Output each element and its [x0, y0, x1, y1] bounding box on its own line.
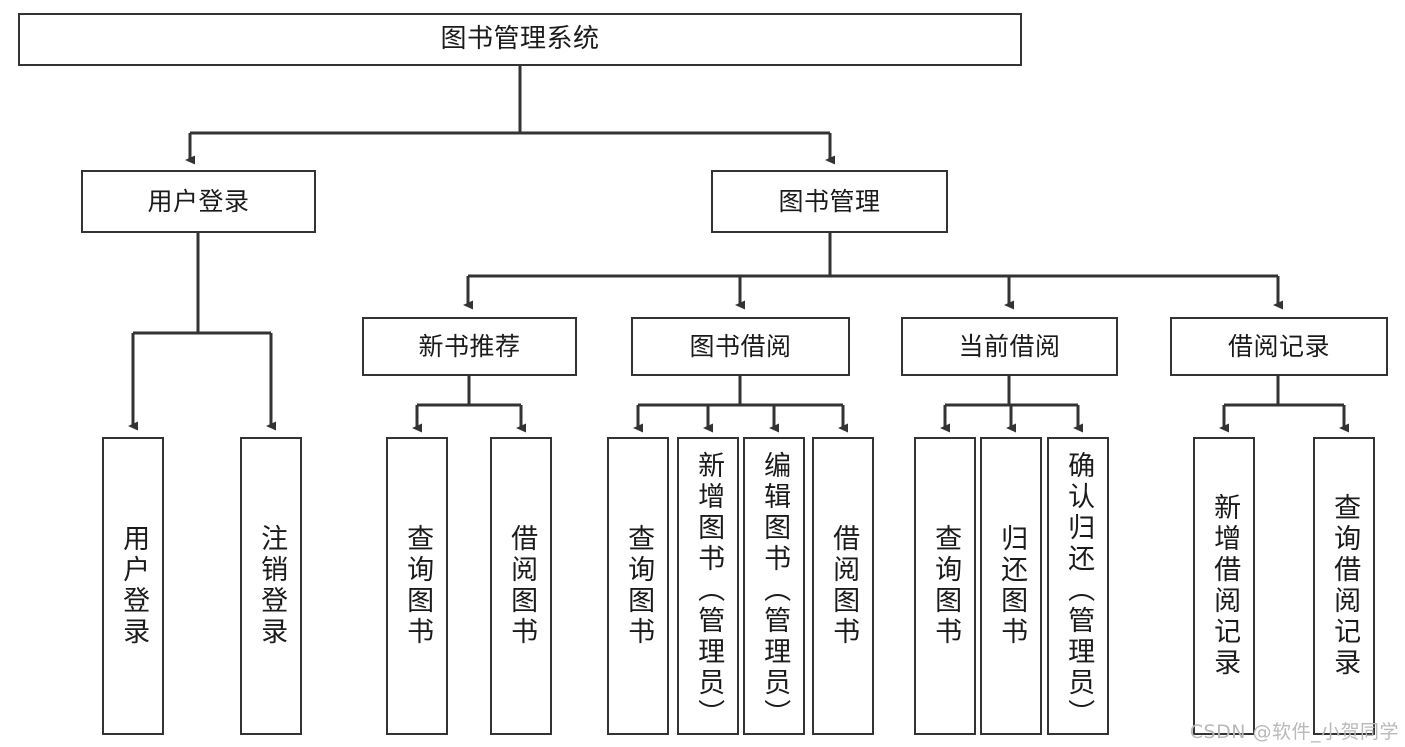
node-label: 新书推荐	[418, 331, 521, 361]
node-label: 用户登录	[147, 186, 250, 216]
node-label: 借阅图书	[506, 524, 538, 648]
node-label: 图书借阅	[689, 331, 792, 361]
node-root-book-management-system[interactable]: 图书管理系统	[18, 13, 1022, 66]
leaf-add-book-admin[interactable]: 新增图书（管理员）	[677, 437, 739, 735]
node-label: 注销登录	[256, 524, 288, 648]
leaf-query-book-recommend[interactable]: 查询图书	[386, 437, 448, 735]
leaf-borrow-book[interactable]: 借阅图书	[812, 437, 874, 735]
node-label: 图书管理系统	[440, 24, 600, 55]
csdn-watermark: CSDN @软件_小贺同学	[1189, 721, 1399, 743]
node-label: 图书管理	[778, 186, 881, 216]
node-label: 查询借阅记录	[1329, 493, 1361, 679]
node-label: 借阅记录	[1227, 331, 1330, 361]
leaf-borrow-book-recommend[interactable]: 借阅图书	[490, 437, 552, 735]
node-label: 当前借阅	[958, 331, 1061, 361]
leaf-query-borrow-record[interactable]: 查询借阅记录	[1313, 437, 1375, 735]
leaf-query-book-borrow[interactable]: 查询图书	[607, 437, 669, 735]
node-user-login[interactable]: 用户登录	[81, 170, 316, 233]
leaf-add-borrow-record[interactable]: 新增借阅记录	[1193, 437, 1255, 735]
node-borrow-record[interactable]: 借阅记录	[1170, 317, 1388, 376]
node-label: 借阅图书	[828, 524, 860, 648]
node-book-management[interactable]: 图书管理	[711, 170, 948, 233]
node-new-book-recommend[interactable]: 新书推荐	[362, 317, 577, 376]
node-label: 新增图书（管理员）	[693, 451, 725, 730]
node-book-borrow[interactable]: 图书借阅	[631, 317, 850, 376]
leaf-edit-book-admin[interactable]: 编辑图书（管理员）	[743, 437, 805, 735]
node-label: 确认归还（管理员）	[1063, 451, 1095, 730]
leaf-return-book[interactable]: 归还图书	[980, 437, 1042, 735]
node-label: 编辑图书（管理员）	[759, 451, 791, 730]
node-label: 新增借阅记录	[1209, 493, 1241, 679]
node-current-borrow[interactable]: 当前借阅	[901, 317, 1118, 376]
leaf-confirm-return-admin[interactable]: 确认归还（管理员）	[1047, 437, 1109, 735]
node-label: 查询图书	[623, 524, 655, 648]
node-label: 用户登录	[118, 524, 150, 648]
leaf-user-login[interactable]: 用户登录	[102, 437, 164, 735]
node-label: 归还图书	[996, 524, 1028, 648]
leaf-query-book-current[interactable]: 查询图书	[914, 437, 976, 735]
node-label: 查询图书	[930, 524, 962, 648]
leaf-logout-login[interactable]: 注销登录	[240, 437, 302, 735]
node-label: 查询图书	[402, 524, 434, 648]
